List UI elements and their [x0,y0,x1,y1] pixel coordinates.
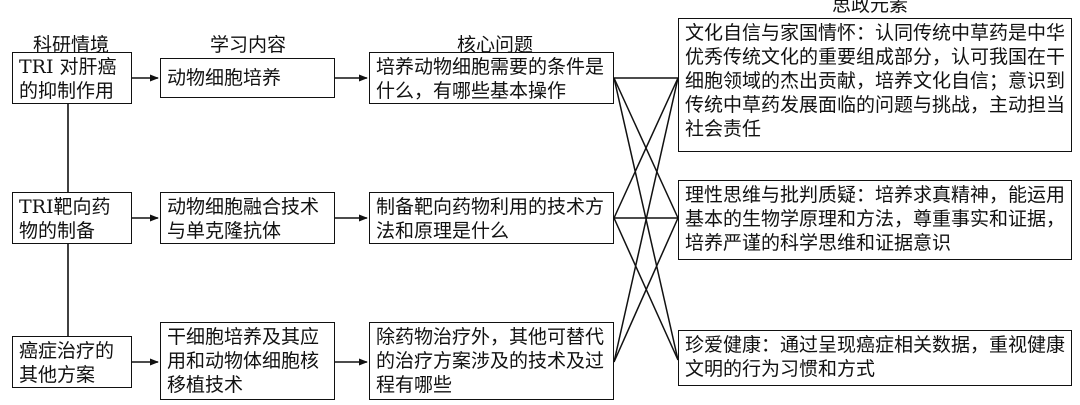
content-box-cell-culture: 动物细胞培养 [160,58,335,98]
header-core-question: 核心问题 [456,34,533,56]
context-box-tri-targeted-drug: TRI靶向药物的制备 [12,192,132,244]
context-text: TRI靶向药物的制备 [19,196,111,242]
element-box-rational-thinking: 理性思维与批判质疑：培养求真精神，能运用基本的生物学原理和方法，尊重事实和证据，… [678,180,1072,260]
question-box-culture-conditions: 培养动物细胞需要的条件是什么，有哪些基本操作 [369,52,614,104]
question-text: 除药物治疗外，其他可替代的治疗方案涉及的技术及过程有哪些 [376,326,605,396]
element-box-cherish-health: 珍爱健康：通过呈现癌症相关数据，重视健康文明的行为习惯和方式 [678,330,1072,386]
context-box-tri-liver-cancer: TRI 对肝癌的抑制作用 [12,52,132,104]
question-text: 培养动物细胞需要的条件是什么，有哪些基本操作 [376,56,605,102]
question-text: 制备靶向药物利用的技术方法和原理是什么 [376,196,605,242]
element-text: 珍爱健康：通过呈现癌症相关数据，重视健康文明的行为习惯和方式 [685,334,1066,380]
element-text: 理性思维与批判质疑：培养求真精神，能运用基本的生物学原理和方法，尊重事实和证据，… [685,184,1066,254]
question-box-alternative-therapy: 除药物治疗外，其他可替代的治疗方案涉及的技术及过程有哪些 [369,322,614,400]
content-box-stem-cell: 干细胞培养及其应用和动物体细胞核移植技术 [160,322,335,400]
context-text: 癌症治疗的其他方案 [19,340,115,386]
content-text: 干细胞培养及其应用和动物体细胞核移植技术 [167,326,320,396]
element-text: 文化自信与家国情怀：认同传统中草药是中华优秀传统文化的重要组成部分，认可我国在干… [685,22,1066,140]
content-text: 动物细胞融合技术与单克隆抗体 [167,196,320,242]
context-text: TRI 对肝癌的抑制作用 [19,56,117,102]
link-q3-e1 [613,77,679,363]
element-box-cultural-confidence: 文化自信与家国情怀：认同传统中草药是中华优秀传统文化的重要组成部分，认可我国在干… [678,18,1072,152]
content-box-cell-fusion: 动物细胞融合技术与单克隆抗体 [160,192,335,244]
link-q2-e1 [613,77,679,219]
header-ideological-element: 思政元素 [831,0,908,16]
content-text: 动物细胞培养 [167,67,282,89]
context-box-other-treatments: 癌症治疗的其他方案 [12,336,132,388]
header-learning-content: 学习内容 [209,34,286,56]
link-q3-e2 [613,217,679,363]
header-research-context: 科研情境 [32,34,109,56]
question-box-targeted-drug-tech: 制备靶向药物利用的技术方法和原理是什么 [369,192,614,244]
